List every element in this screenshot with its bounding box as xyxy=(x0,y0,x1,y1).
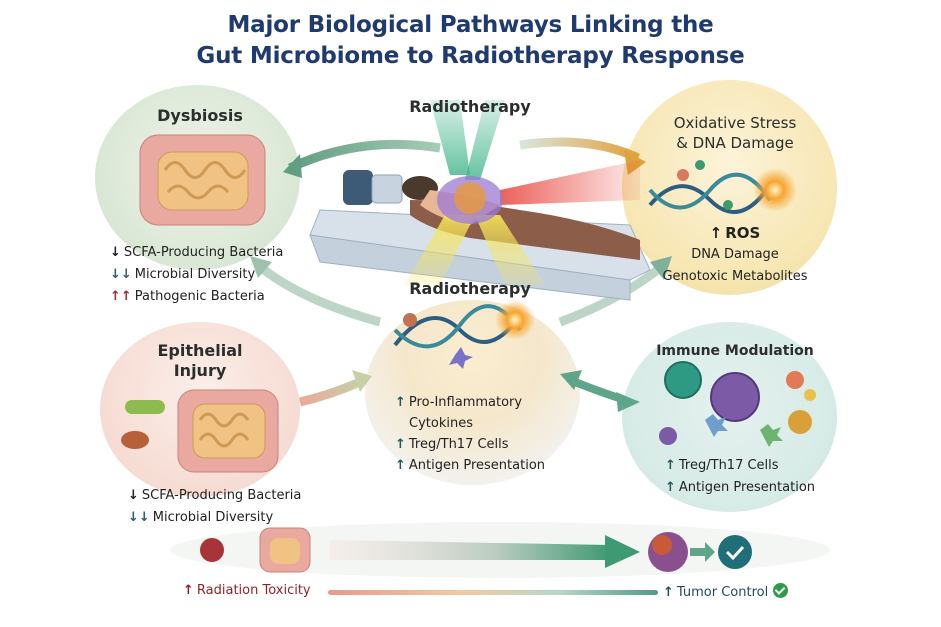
arrow-head-dysbiosis xyxy=(283,154,302,178)
radiotherapy-machine-illustration xyxy=(309,100,651,301)
list-item: ↓↓Microbial Diversity xyxy=(128,510,274,525)
epithelial-heading: Epithelial Injury xyxy=(157,341,243,380)
arrow-head-left xyxy=(560,370,582,390)
inflammation-list: ↑Pro-Inflammatory Cytokines ↑Treg/Th17 C… xyxy=(395,392,545,476)
list-item: ↑Treg/Th17 Cells xyxy=(665,458,779,473)
dysbiosis-heading: Dysbiosis xyxy=(157,106,243,125)
list-item: Genotoxic Metabolites xyxy=(662,269,808,284)
immune-cells-illustration xyxy=(659,361,816,447)
list-item: ↓↓Microbial Diversity xyxy=(110,267,256,282)
list-item: DNA Damage xyxy=(691,247,779,262)
radiotherapy-top-label: Radiotherapy xyxy=(409,97,531,116)
up-arrow-icon: ↑ xyxy=(183,583,194,598)
list-item: ↑Treg/Th17 Cells xyxy=(395,437,509,452)
intestines-illustration-epithelial xyxy=(121,389,279,473)
arrow-head-epithelial xyxy=(352,370,372,392)
radiotherapy-bottom-label: Radiotherapy xyxy=(409,279,531,298)
arrow-head-dysbiosis-down xyxy=(250,256,272,278)
up-arrow-icon: ↑ xyxy=(709,224,723,242)
list-item: ↑Antigen Presentation xyxy=(395,458,546,473)
list-item: ↓SCFA-Producing Bacteria xyxy=(110,245,284,260)
epithelial-list: ↓SCFA-Producing Bacteria ↓↓Microbial Div… xyxy=(128,485,301,529)
list-item: ↓SCFA-Producing Bacteria xyxy=(128,488,302,503)
inflammation-circle xyxy=(365,300,580,485)
double-down-arrow-icon: ↓↓ xyxy=(128,510,150,525)
arrow-head-right xyxy=(616,392,640,412)
oxidative-stress-circle xyxy=(622,80,837,295)
oxidative-list: ↑ROS DNA Damage Genotoxic Metabolites xyxy=(640,222,830,288)
up-arrow-icon: ↑ xyxy=(665,458,676,473)
up-arrow-icon: ↑ xyxy=(395,458,406,473)
dysbiosis-list: ↓SCFA-Producing Bacteria ↓↓Microbial Div… xyxy=(110,242,283,308)
arrow-to-dysbiosis xyxy=(288,139,441,173)
arrow-to-oxidative xyxy=(519,137,640,163)
up-arrow-icon: ↑ xyxy=(395,395,406,410)
dna-illustration-oxidative xyxy=(648,160,797,214)
arrow-epithelial-to-inflammation xyxy=(298,377,362,407)
up-arrow-icon: ↑ xyxy=(665,480,676,495)
outcome-strip-illustration xyxy=(170,522,830,578)
list-item-continuation: Cytokines xyxy=(409,416,473,431)
diagram-title: Major Biological Pathways Linking the Gu… xyxy=(0,10,941,72)
list-item: ↑↑Pathogenic Bacteria xyxy=(110,289,265,304)
arrow-head-oxidative-up xyxy=(650,256,672,280)
down-arrow-icon: ↓ xyxy=(128,488,139,503)
up-arrow-icon: ↑ xyxy=(663,585,674,600)
arrow-dysbiosis-down xyxy=(255,261,382,327)
dna-illustration-inflammation xyxy=(393,300,535,369)
title-line-2: Gut Microbiome to Radiotherapy Response xyxy=(196,43,745,69)
immune-heading: Immune Modulation xyxy=(656,343,814,359)
list-item: ↑Pro-Inflammatory xyxy=(395,395,523,410)
radiation-toxicity-label: ↑Radiation Toxicity xyxy=(183,583,311,598)
outcome-gradient-bar xyxy=(328,590,658,595)
double-up-arrow-icon: ↑↑ xyxy=(110,289,132,304)
immune-list: ↑Treg/Th17 Cells ↑Antigen Presentation xyxy=(665,455,815,499)
list-item: ↑Antigen Presentation xyxy=(665,480,816,495)
check-circle-icon xyxy=(773,583,789,598)
intestines-illustration-dysbiosis xyxy=(139,134,266,226)
tumor-control-label: ↑Tumor Control xyxy=(663,583,789,600)
list-item: ↑ROS xyxy=(709,224,761,242)
title-line-1: Major Biological Pathways Linking the xyxy=(227,12,714,38)
up-arrow-icon: ↑ xyxy=(395,437,406,452)
down-arrow-icon: ↓ xyxy=(110,245,121,260)
double-down-arrow-icon: ↓↓ xyxy=(110,267,132,282)
oxidative-heading: Oxidative Stress & DNA Damage xyxy=(673,114,797,152)
